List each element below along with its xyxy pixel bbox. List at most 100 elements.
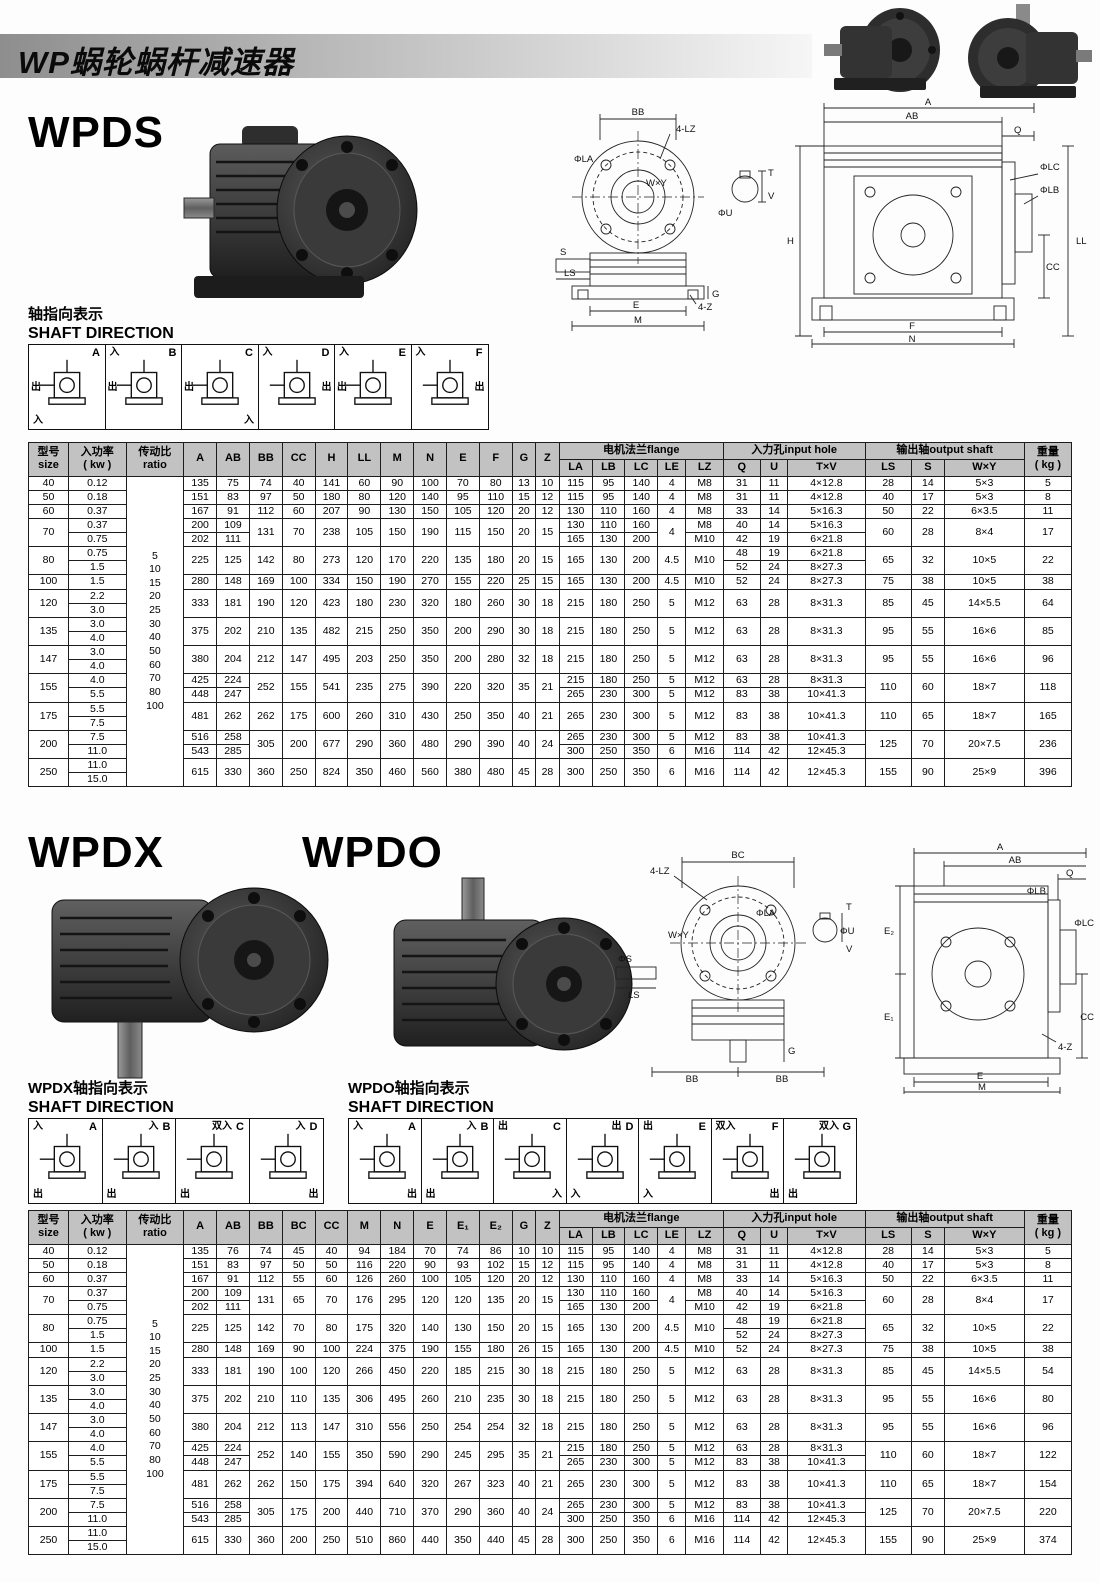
data-cell: 5×3 <box>943 1257 1025 1273</box>
data-cell: 215 <box>558 673 593 689</box>
data-cell: M8 <box>685 1271 724 1287</box>
diagram-letter: B <box>480 1121 489 1133</box>
data-cell: 265 <box>558 1455 593 1471</box>
data-cell: 225 <box>183 1314 218 1344</box>
data-cell: 0.37 <box>68 1271 127 1287</box>
header-cell: N <box>413 442 447 477</box>
data-cell: 167 <box>183 503 218 519</box>
data-cell: 135 <box>28 1384 69 1415</box>
data-cell: 14×5.5 <box>943 588 1025 618</box>
data-cell: 6×3.5 <box>943 503 1025 519</box>
data-cell: 116 <box>347 1257 382 1273</box>
data-cell: 120 <box>28 1356 69 1386</box>
data-cell: 50 <box>314 1257 349 1273</box>
data-cell: 5 10 15 20 25 30 40 50 60 70 80 100 <box>125 475 185 788</box>
data-cell: 180 <box>314 489 349 505</box>
data-cell: 40 <box>314 1243 349 1259</box>
dim-label: BC <box>731 850 744 861</box>
data-cell: 52 <box>722 1342 761 1358</box>
data-cell: 135 <box>183 1243 218 1259</box>
shaft-direction-diagram: B 入出 <box>420 1118 495 1204</box>
data-cell: 482 <box>314 616 349 647</box>
dim-label: E₂ <box>884 926 894 937</box>
data-cell: 120 <box>347 546 382 576</box>
data-cell: 200 <box>624 1299 659 1316</box>
data-cell: 142 <box>248 546 283 576</box>
data-cell: 4.0 <box>68 1398 127 1415</box>
page-title: WP蜗轮蜗杆减速器 <box>18 45 294 80</box>
data-cell: 111 <box>216 531 250 548</box>
data-cell: 25×9 <box>943 757 1025 788</box>
data-cell: 113 <box>281 1412 316 1443</box>
data-cell: 110 <box>591 503 626 519</box>
data-cell: 70 <box>28 1285 69 1316</box>
data-cell: 460 <box>380 757 415 788</box>
dim-label: G <box>712 289 719 300</box>
data-cell: 5 <box>657 588 687 618</box>
data-cell: 14 <box>759 1271 789 1287</box>
data-cell: 180 <box>591 1356 626 1386</box>
data-cell: 42 <box>722 531 761 548</box>
data-cell: 118 <box>1023 673 1073 703</box>
data-cell: 60 <box>864 517 912 548</box>
data-cell: 190 <box>413 517 447 548</box>
dim-label: Q <box>1066 868 1073 879</box>
data-cell: 300 <box>624 1497 659 1513</box>
dim-label: G <box>788 1046 795 1057</box>
data-cell: 28 <box>535 757 560 788</box>
data-cell: 130 <box>558 503 593 519</box>
data-cell: 135 <box>478 1285 513 1316</box>
data-cell: 215 <box>558 644 593 675</box>
data-cell: 224 <box>216 673 250 689</box>
data-cell: 204 <box>216 1412 250 1443</box>
data-cell: 495 <box>380 1384 415 1415</box>
data-cell: 80 <box>28 1314 69 1344</box>
shaft-direction-diagram: G 双入出 <box>783 1118 857 1204</box>
data-cell: 7.5 <box>68 715 127 731</box>
data-cell: 100 <box>314 1342 349 1358</box>
diagram-letter: E <box>698 1121 706 1133</box>
data-cell: 42 <box>759 743 789 760</box>
data-cell: 100 <box>413 1271 447 1287</box>
data-cell: 94 <box>347 1243 382 1259</box>
dim-label: BB <box>776 1074 789 1085</box>
data-cell: 350 <box>413 644 447 675</box>
data-cell: 5 <box>657 1441 687 1457</box>
data-cell: 130 <box>591 1342 626 1358</box>
data-cell: 0.37 <box>68 1285 127 1302</box>
data-cell: 615 <box>183 1525 218 1556</box>
data-cell: 120 <box>413 1285 447 1316</box>
shaft-direction-label-cn: WPDX轴指向表示 <box>28 1080 149 1097</box>
data-cell: 114 <box>722 743 761 760</box>
data-cell: 15 <box>535 1285 560 1316</box>
data-cell: 50 <box>864 503 912 519</box>
header-product-photo-2 <box>968 4 1092 98</box>
data-cell: 180 <box>445 588 480 618</box>
data-cell: 102 <box>478 1257 513 1273</box>
data-cell: 110 <box>864 701 912 731</box>
data-cell: 200 <box>445 616 480 647</box>
data-cell: 824 <box>314 757 349 788</box>
data-cell: 114 <box>722 757 761 788</box>
data-cell: 28 <box>759 1384 789 1415</box>
data-cell: 12×45.3 <box>787 1511 866 1528</box>
data-cell: 11 <box>1023 1271 1073 1287</box>
data-cell: 40 <box>28 1243 69 1259</box>
shaft-direction-diagram: D 出入 <box>565 1118 640 1204</box>
data-cell: 6×21.8 <box>787 546 866 562</box>
data-cell: 60 <box>28 503 69 519</box>
data-cell: 615 <box>183 757 218 788</box>
data-cell: 95 <box>864 644 912 675</box>
data-cell: 6×21.8 <box>787 1299 866 1316</box>
gearbox-schematic-icon <box>186 1133 233 1179</box>
data-cell: 260 <box>347 701 382 731</box>
header-cell: 传动比 ratio <box>125 1210 185 1245</box>
flow-direction-mark: 出 <box>407 1189 417 1200</box>
data-cell: 8×31.3 <box>787 644 866 675</box>
data-cell: 6 <box>657 1511 687 1528</box>
data-cell: 60 <box>28 1271 69 1287</box>
data-cell: 20×7.5 <box>943 1497 1025 1528</box>
flow-direction-mark: 入 <box>643 1189 653 1200</box>
data-cell: 250 <box>591 743 626 760</box>
data-cell: 130 <box>558 517 593 534</box>
